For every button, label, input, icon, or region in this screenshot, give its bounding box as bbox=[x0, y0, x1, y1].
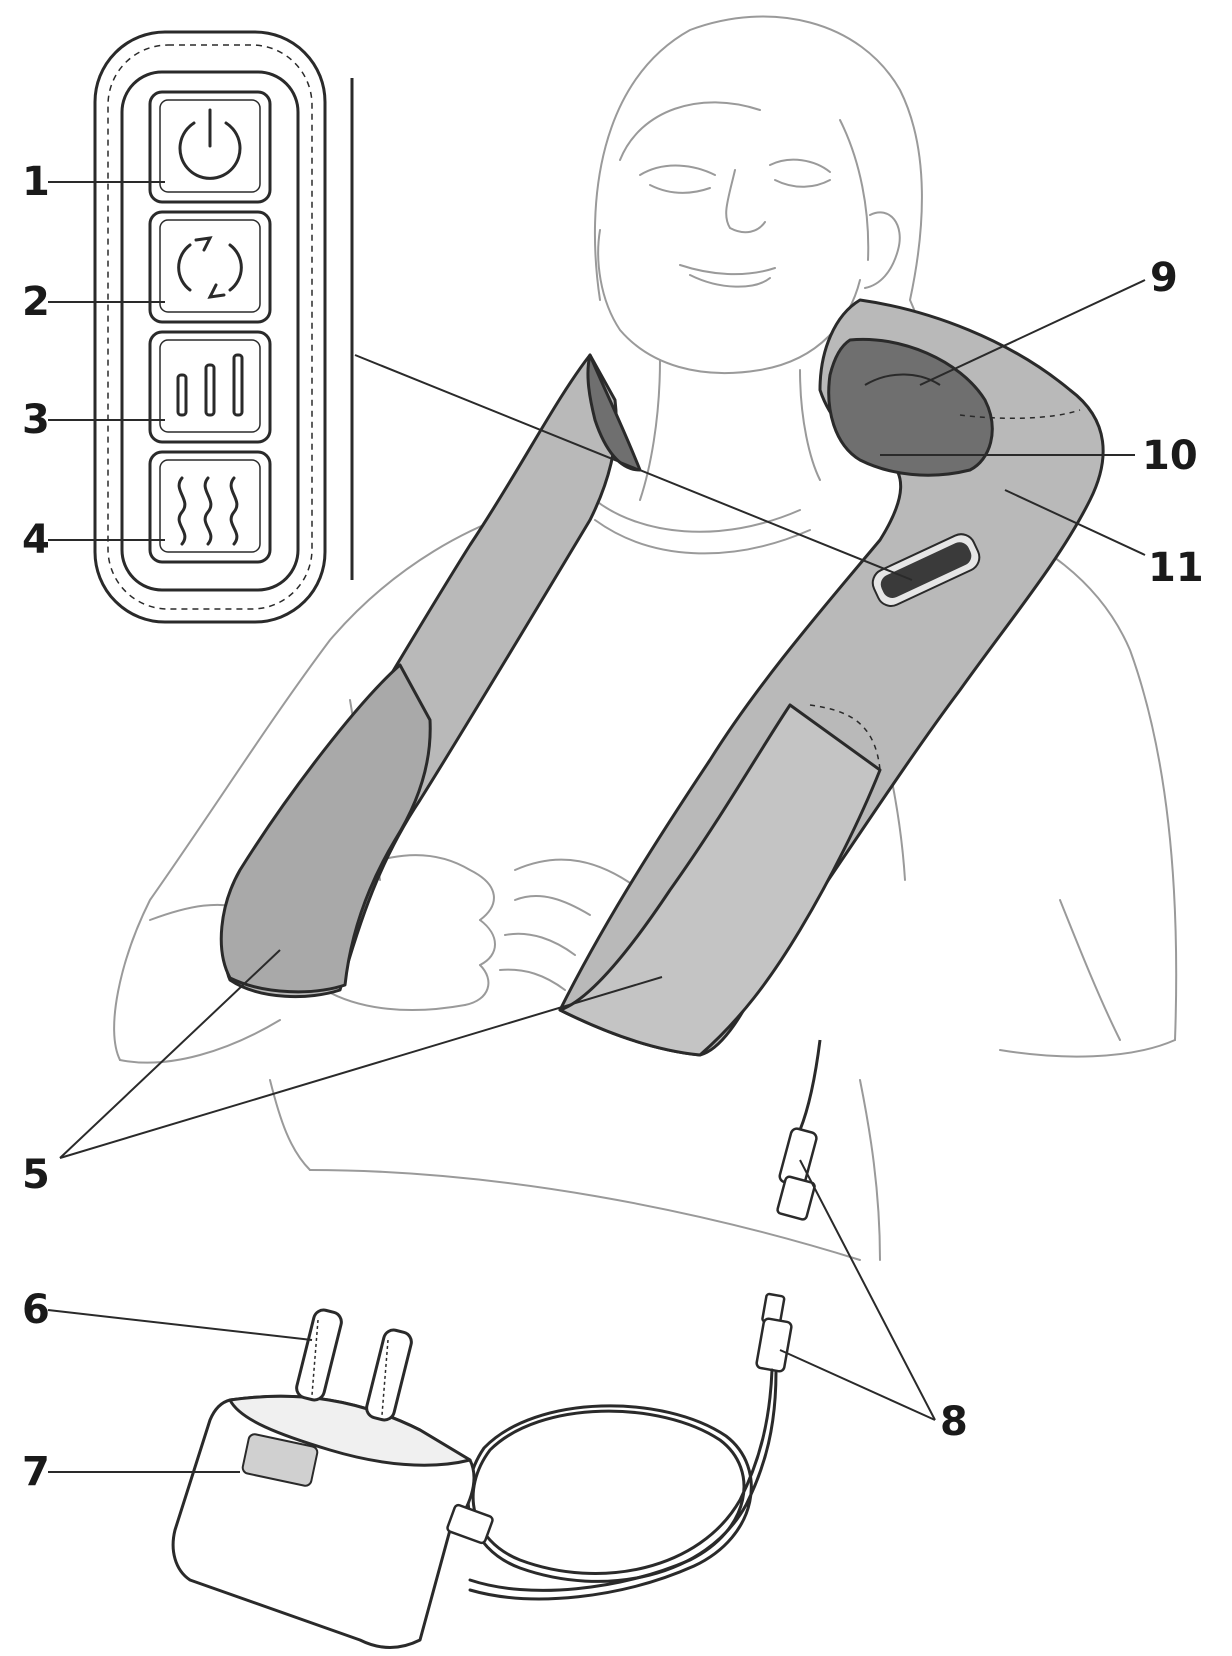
callout-3: 3 bbox=[22, 397, 50, 443]
heat-button[interactable] bbox=[148, 450, 272, 564]
stitch-line-right bbox=[959, 409, 1081, 420]
prong-right bbox=[365, 1328, 413, 1422]
power-adapter bbox=[171, 1308, 494, 1649]
strap-control-panel bbox=[871, 533, 981, 607]
massager-illustration bbox=[219, 298, 1105, 1131]
massager-cable bbox=[798, 1039, 822, 1131]
stitch-line-handle bbox=[809, 704, 881, 771]
heat-waves-icon bbox=[177, 476, 239, 546]
massage-node bbox=[864, 373, 941, 386]
callout-1: 1 bbox=[22, 159, 50, 205]
callout-5: 5 bbox=[22, 1152, 50, 1198]
power-button[interactable] bbox=[148, 90, 272, 204]
callout-9: 9 bbox=[1150, 255, 1178, 301]
callout-6: 6 bbox=[22, 1287, 50, 1333]
intensity-bars-icon bbox=[176, 353, 244, 417]
callout-7: 7 bbox=[22, 1449, 50, 1495]
leader-lines bbox=[47, 181, 1146, 1473]
control-panel-inset bbox=[93, 30, 354, 624]
left-handle bbox=[219, 663, 432, 994]
callout-10: 10 bbox=[1142, 433, 1198, 479]
person-illustration bbox=[113, 15, 1178, 1261]
power-cable bbox=[466, 1368, 778, 1601]
massage-pad bbox=[827, 337, 994, 477]
connectors bbox=[755, 1127, 818, 1373]
right-handle bbox=[558, 703, 882, 1057]
mode-button[interactable] bbox=[148, 210, 272, 324]
adapter-grip bbox=[241, 1433, 319, 1487]
prong-left bbox=[295, 1308, 343, 1402]
callout-8: 8 bbox=[940, 1399, 968, 1445]
intensity-button[interactable] bbox=[148, 330, 272, 444]
power-icon bbox=[178, 108, 242, 180]
callout-2: 2 bbox=[22, 279, 50, 325]
rotate-arrows-icon bbox=[177, 236, 243, 299]
callout-4: 4 bbox=[22, 517, 50, 563]
callout-11: 11 bbox=[1148, 545, 1204, 591]
